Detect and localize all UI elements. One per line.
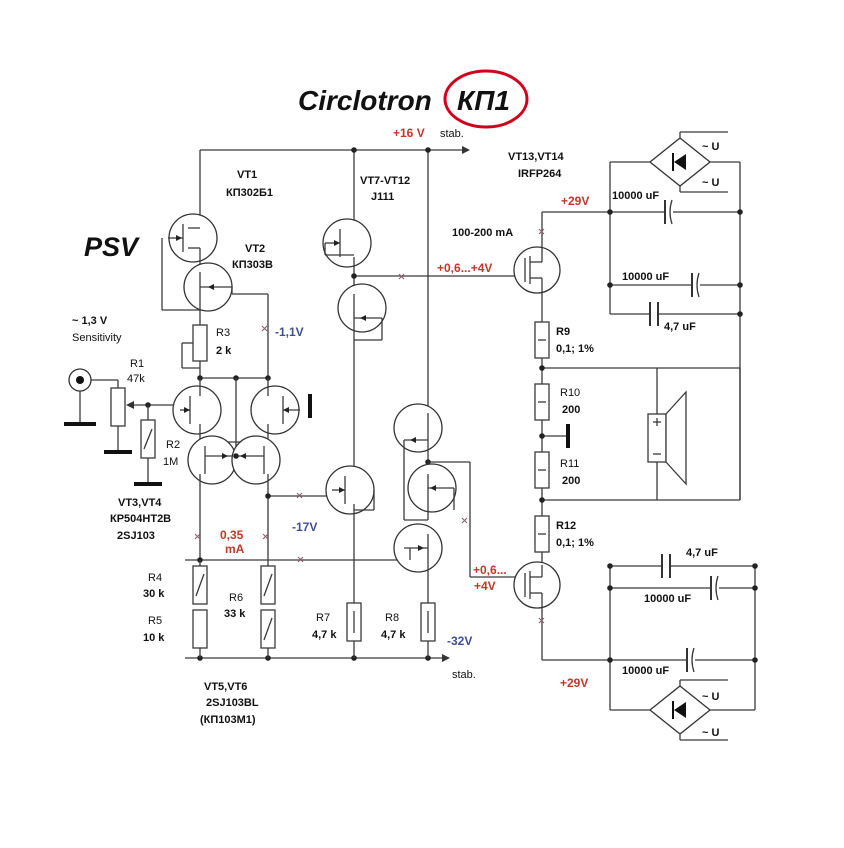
top-psu [607, 131, 743, 500]
vt7-vt12-transistors [322, 218, 525, 603]
cap-c6-label: 10000 uF [622, 665, 669, 677]
r4-ref: R4 [148, 572, 162, 584]
annotation-current-035: 0,35 [220, 528, 244, 542]
bottom-psu-ac-label-2: ~ U [702, 727, 719, 739]
vt5-vt6-ref: VT5,VT6 [204, 681, 247, 693]
r4-value: 30 k [143, 588, 165, 600]
top-psu-ac-label-1: ~ U [702, 141, 719, 153]
input-jack [64, 368, 119, 426]
vt1-part: КП302Б1 [226, 187, 273, 199]
r2-value: 1M [163, 456, 178, 468]
input-signal-label: ~ 1,3 V [72, 315, 108, 327]
cap-c5-label: 10000 uF [644, 593, 691, 605]
r11-ref: R11 [560, 458, 579, 470]
r7-ref: R7 [316, 612, 330, 624]
r3-ref: R3 [216, 327, 230, 339]
vt14-mosfet [513, 561, 610, 661]
annotation-minus-1-1v: -1,1V [275, 325, 304, 339]
vt3-vt4-ref: VT3,VT4 [118, 497, 162, 509]
r1-pot [104, 387, 180, 454]
annotation-gate-top: +0,6...+4V [437, 261, 492, 275]
annotation-minus-17v: -17V [292, 520, 317, 534]
brand-psv: PSV [84, 232, 140, 262]
r5-ref: R5 [148, 615, 162, 627]
r12-ref: R12 [556, 520, 576, 532]
r10-ref: R10 [560, 387, 580, 399]
cap-c2-label: 10000 uF [622, 271, 669, 283]
r7-value: 4,7 k [312, 629, 337, 641]
r12-value: 0,1; 1% [556, 537, 594, 549]
bottom-psu-ac-label-1: ~ U [702, 691, 719, 703]
r3-resistor [181, 324, 208, 378]
rail-plus16-stab: stab. [440, 128, 464, 140]
bottom-psu [607, 554, 758, 741]
rail-plus16: +16 V [393, 126, 425, 140]
title-model: КП1 [457, 85, 510, 116]
annotation-gate-bottom-1: +0,6... [473, 563, 507, 577]
r6-ref: R6 [229, 592, 243, 604]
r8-ref: R8 [385, 612, 399, 624]
negative-rail [185, 654, 450, 662]
r4-r5-r6-resistors [192, 560, 276, 658]
cap-c1-label: 10000 uF [612, 190, 659, 202]
title-circlotron: Circlotron [298, 85, 432, 116]
vt3-vt4-alt: 2SJ103 [117, 530, 155, 542]
speaker [647, 368, 741, 500]
vt1-ref: VT1 [237, 169, 257, 181]
annotation-current-035-unit: mA [225, 542, 245, 556]
vt13-vt14-part: IRFP264 [518, 168, 562, 180]
vt13-mosfet [513, 211, 610, 322]
cap-c4-label: 4,7 uF [686, 547, 718, 559]
vt1-transistor [161, 213, 218, 310]
r2-ref: R2 [166, 439, 180, 451]
vt7-vt12-ref: VT7-VT12 [360, 175, 410, 187]
r8-value: 4,7 k [381, 629, 406, 641]
vt3-vt4-part: КР504НТ2В [110, 513, 171, 525]
rail-minus32-stab: stab. [452, 669, 476, 681]
vt2-ref: VT2 [245, 243, 265, 255]
rail-top-29v: +29V [561, 194, 589, 208]
test-point-marks [194, 228, 545, 624]
r5-value: 10 k [143, 632, 165, 644]
vt5-vt6-transistors [185, 435, 410, 566]
r9-r12-ladder [534, 321, 740, 565]
positive-rail [199, 146, 470, 410]
r11-value: 200 [562, 475, 580, 487]
r3-value: 2 k [216, 345, 232, 357]
input-sensitivity-label: Sensitivity [72, 332, 122, 344]
r10-value: 200 [562, 404, 580, 416]
r6-value: 33 k [224, 608, 246, 620]
vt7-vt12-part: J111 [371, 191, 394, 203]
r7-r8-resistors [346, 602, 436, 658]
r9-value: 0,1; 1% [556, 343, 594, 355]
title-model-circle [443, 69, 529, 129]
vt2-part: КП303В [232, 259, 273, 271]
r9-ref: R9 [556, 326, 570, 338]
rail-minus32: -32V [447, 634, 472, 648]
vt5-vt6-part: 2SJ103BL [206, 697, 259, 709]
annotation-bias-current: 100-200 mA [452, 227, 513, 239]
vt13-vt14-ref: VT13,VT14 [508, 151, 565, 163]
r2-resistor [134, 405, 162, 486]
annotation-gate-bottom-2: +4V [474, 579, 496, 593]
top-psu-ac-label-2: ~ U [702, 177, 719, 189]
r1-value: 47k [127, 373, 145, 385]
vt2-transistor [162, 262, 269, 378]
r1-ref: R1 [130, 358, 144, 370]
rail-bottom-29v: +29V [560, 676, 588, 690]
vt5-vt6-alt: (КП103М1) [200, 714, 256, 726]
cap-c3-label: 4,7 uF [664, 321, 696, 333]
